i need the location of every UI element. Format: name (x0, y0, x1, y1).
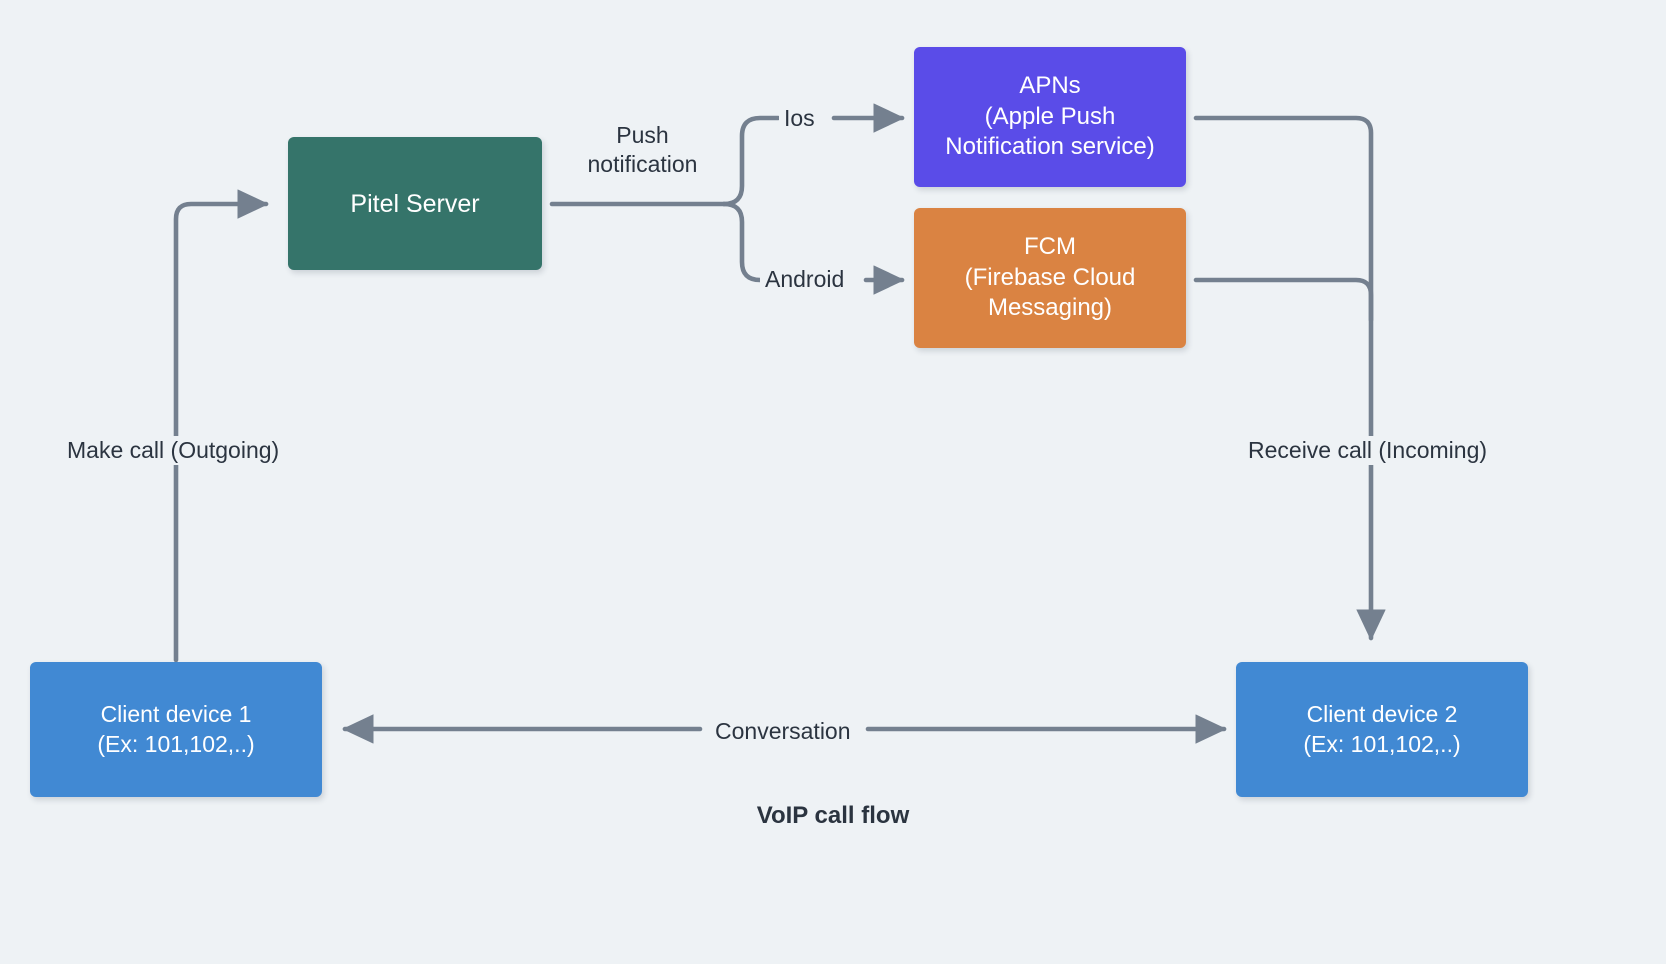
node-client-device-1[interactable]: Client device 1 (Ex: 101,102,..) (30, 662, 322, 797)
edge-split-to-android (721, 201, 763, 283)
node-fcm[interactable]: FCM (Firebase Cloud Messaging) (914, 208, 1186, 348)
edge-apns-to-client2 (1193, 115, 1386, 641)
edge-fcm-to-client2 (1193, 277, 1374, 323)
edge-client1-to-pitel (173, 189, 269, 663)
node-apns[interactable]: APNs (Apple Push Notification service) (914, 47, 1186, 187)
edge-label-push-notification: Push notification (560, 121, 725, 180)
edge-label-android: Android (760, 265, 850, 295)
diagram-title: VoIP call flow (756, 802, 910, 829)
edge-label-ios: Ios (779, 104, 820, 134)
edge-split-to-ios (721, 115, 781, 207)
edge-label-make-call-outgoing: Make call (Outgoing) (62, 436, 285, 466)
edge-label-conversation: Conversation (710, 717, 856, 747)
node-client-device-2[interactable]: Client device 2 (Ex: 101,102,..) (1236, 662, 1528, 797)
node-pitel-server[interactable]: Pitel Server (288, 137, 542, 270)
edge-label-receive-call-incoming: Receive call (Incoming) (1243, 436, 1493, 466)
